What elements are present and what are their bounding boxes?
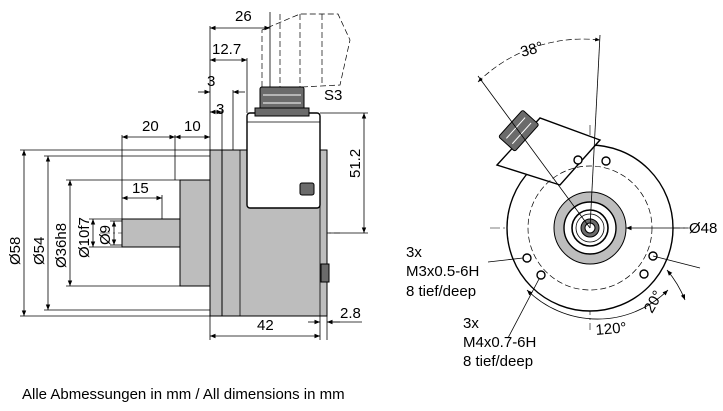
- mating-plug-outline: [261, 13, 351, 88]
- note-m4-line2: M4x0.7-6H: [463, 334, 536, 351]
- dim-d36h8: Ø36h8: [53, 223, 70, 268]
- dim-3-top: 3: [207, 73, 215, 90]
- note-m3-line2: M3x0.5-6H: [406, 263, 479, 280]
- dim-2-8: 2.8: [340, 305, 361, 322]
- dim-26: 26: [235, 8, 252, 25]
- note-m4-line3: 8 tief/deep: [463, 353, 533, 370]
- angle-20: 20°: [641, 288, 667, 316]
- dim-51-2: 51.2: [347, 149, 364, 178]
- dim-10: 10: [184, 118, 201, 135]
- note-m4-line1: 3x: [463, 315, 479, 332]
- note-m3-line1: 3x: [406, 244, 422, 261]
- dim-15: 15: [132, 180, 149, 197]
- note-m4-thread: 3x M4x0.7-6H 8 tief/deep: [463, 315, 536, 370]
- shaft: [121, 218, 181, 248]
- dim-12-7: 12.7: [212, 41, 241, 58]
- m3-holes: [522, 155, 658, 263]
- dim-d10f7: Ø10f7: [76, 217, 93, 258]
- front-view: Ø48 38° 120° 20° 3x M3x0.5-6H 8 tief/dee…: [406, 34, 717, 370]
- spigot: [179, 179, 211, 287]
- units-footnote: Alle Abmessungen in mm / All dimensions …: [22, 386, 345, 403]
- dim-d48: Ø48: [689, 220, 717, 237]
- connector-s3-label: S3: [324, 87, 342, 104]
- dim-20: 20: [142, 118, 159, 135]
- note-m3-line3: 8 tief/deep: [406, 283, 476, 300]
- connector-s3: [254, 86, 310, 117]
- dim-d9: Ø9: [97, 225, 114, 245]
- flange: [209, 149, 223, 317]
- dim-3-bottom: 3: [216, 101, 224, 118]
- dim-42: 42: [257, 317, 274, 334]
- side-view: 26 12.7 3 3 20 10 15 42 2.8 S3 Ø58 Ø54 Ø…: [7, 8, 368, 340]
- note-m3-thread: 3x M3x0.5-6H 8 tief/deep: [406, 244, 479, 300]
- angle-38: 38°: [519, 39, 545, 61]
- m4-holes: [536, 156, 649, 280]
- angle-120: 120°: [595, 319, 627, 339]
- dim-d54: Ø54: [31, 237, 48, 265]
- dim-d58: Ø58: [7, 237, 24, 265]
